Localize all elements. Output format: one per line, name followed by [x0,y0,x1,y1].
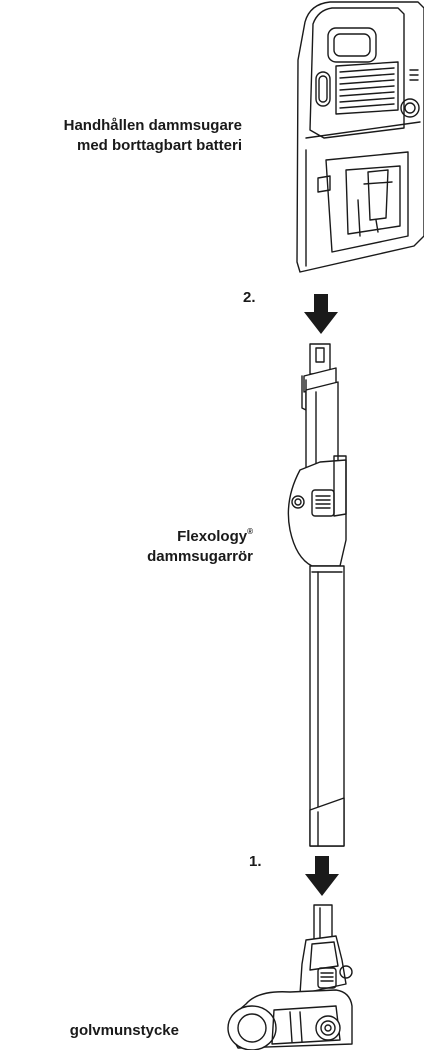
arrow-step-2 [304,294,338,334]
handheld-vacuum [297,2,424,272]
flexology-wand [288,344,346,846]
floor-nozzle [228,905,352,1050]
arrow-step-1 [305,856,339,896]
